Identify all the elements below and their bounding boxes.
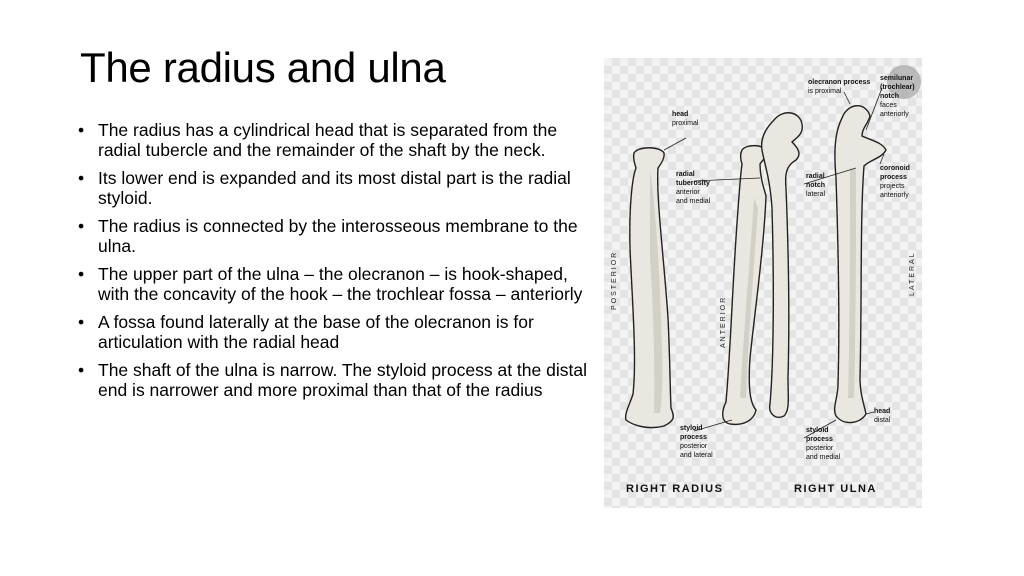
bullet-text: The radius has a cylindrical head that i… — [98, 120, 558, 160]
label-coronoid-sub1: projects — [880, 183, 905, 190]
label-coronoid-title2: process — [880, 174, 907, 181]
radius-posterior-bone — [624, 147, 674, 429]
label-head-distal-title: head — [874, 408, 890, 415]
ulna-lateral-shading — [848, 168, 856, 398]
slide-title: The radius and ulna — [80, 44, 446, 91]
label-radial-notch-title2: notch — [806, 182, 825, 189]
label-olecranon-title: olecranon process — [808, 79, 870, 86]
radius-posterior-shading — [650, 170, 663, 413]
label-radial-notch-title: radial — [806, 173, 825, 180]
bullet-item: • The radius has a cylindrical head that … — [74, 120, 594, 160]
radius-ulna-illustration: head proximal radial tuberosity anterior… — [604, 58, 922, 508]
bullet-item: • A fossa found laterally at the base of … — [74, 312, 594, 352]
bullet-marker: • — [78, 360, 85, 380]
leader-head-proximal — [663, 137, 687, 151]
bullet-marker: • — [78, 312, 85, 332]
label-radial-tuberosity-title2: tuberosity — [676, 180, 710, 187]
bullet-marker: • — [78, 120, 85, 140]
bullet-item: • Its lower end is expanded and its most … — [74, 168, 594, 208]
leader-styloid-radius — [693, 419, 733, 432]
label-head-title: head — [672, 111, 688, 118]
label-coronoid-title: coronoid — [880, 165, 910, 172]
label-radial-notch-sub: lateral — [806, 191, 826, 198]
caption-right-radius: RIGHT RADIUS — [626, 483, 723, 495]
label-styloid-radius-sub2: and lateral — [680, 452, 713, 459]
label-radial-tuberosity-title: radial — [676, 171, 695, 178]
bullet-marker: • — [78, 168, 85, 188]
label-semilunar-sub1: faces — [880, 102, 897, 109]
label-head-sub: proximal — [672, 120, 699, 127]
leader-olecranon — [843, 91, 851, 105]
label-head-distal-sub: distal — [874, 417, 891, 424]
caption-right-ulna: RIGHT ULNA — [794, 483, 877, 495]
bullet-marker: • — [78, 264, 85, 284]
label-radial-tuberosity-sub1: anterior — [676, 189, 700, 196]
label-styloid-radius-title: styloid — [680, 425, 703, 432]
semilunar-highlight-circle — [887, 65, 921, 99]
label-styloid-ulna-sub2: and medial — [806, 454, 841, 461]
bullet-text: Its lower end is expanded and its most d… — [98, 168, 571, 208]
bullet-text: The upper part of the ulna – the olecran… — [98, 264, 583, 304]
leader-coronoid — [879, 153, 885, 165]
view-label-lateral: LATERAL — [909, 251, 916, 296]
label-styloid-ulna-title: styloid — [806, 427, 829, 434]
label-coronoid-sub2: anteriorly — [880, 192, 909, 199]
leader-semilunar — [865, 87, 883, 131]
label-styloid-radius-sub1: posterior — [680, 443, 708, 450]
radius-anterior-shading — [740, 198, 758, 398]
leader-head-distal — [865, 411, 875, 415]
label-styloid-ulna-title2: process — [806, 436, 833, 443]
leader-radial-tuberosity — [693, 177, 761, 182]
bullet-item: • The upper part of the ulna – the olecra… — [74, 264, 594, 304]
label-semilunar-sub2: anteriorly — [880, 111, 909, 118]
view-label-posterior: POSTERIOR — [611, 251, 618, 310]
label-olecranon-sub: is proximal — [808, 88, 842, 95]
leader-radial-notch — [803, 167, 857, 185]
bullet-item: • The shaft of the ulna is narrow. The s… — [74, 360, 594, 400]
bullet-marker: • — [78, 216, 85, 236]
ulna-anterior-bone — [760, 112, 804, 418]
ulna-lateral-bone — [833, 105, 887, 424]
bullet-text: The radius is connected by the interosse… — [98, 216, 578, 256]
leader-styloid-ulna — [803, 419, 837, 439]
view-label-anterior: ANTERIOR — [720, 296, 727, 348]
label-semilunar-title: semilunar — [880, 75, 913, 82]
label-radial-tuberosity-sub2: and medial — [676, 198, 711, 205]
label-semilunar-title3: notch — [880, 93, 899, 100]
label-semilunar-title2: (trochlear) — [880, 84, 915, 91]
label-styloid-ulna-sub1: posterior — [806, 445, 834, 452]
label-styloid-radius-title2: process — [680, 434, 707, 441]
bullet-list: • The radius has a cylindrical head that … — [74, 120, 594, 408]
bone-diagram: head proximal radial tuberosity anterior… — [611, 65, 921, 495]
bullet-item: • The radius is connected by the inteross… — [74, 216, 594, 256]
bullet-text: A fossa found laterally at the base of t… — [98, 312, 534, 352]
bullet-text: The shaft of the ulna is narrow. The sty… — [98, 360, 587, 400]
